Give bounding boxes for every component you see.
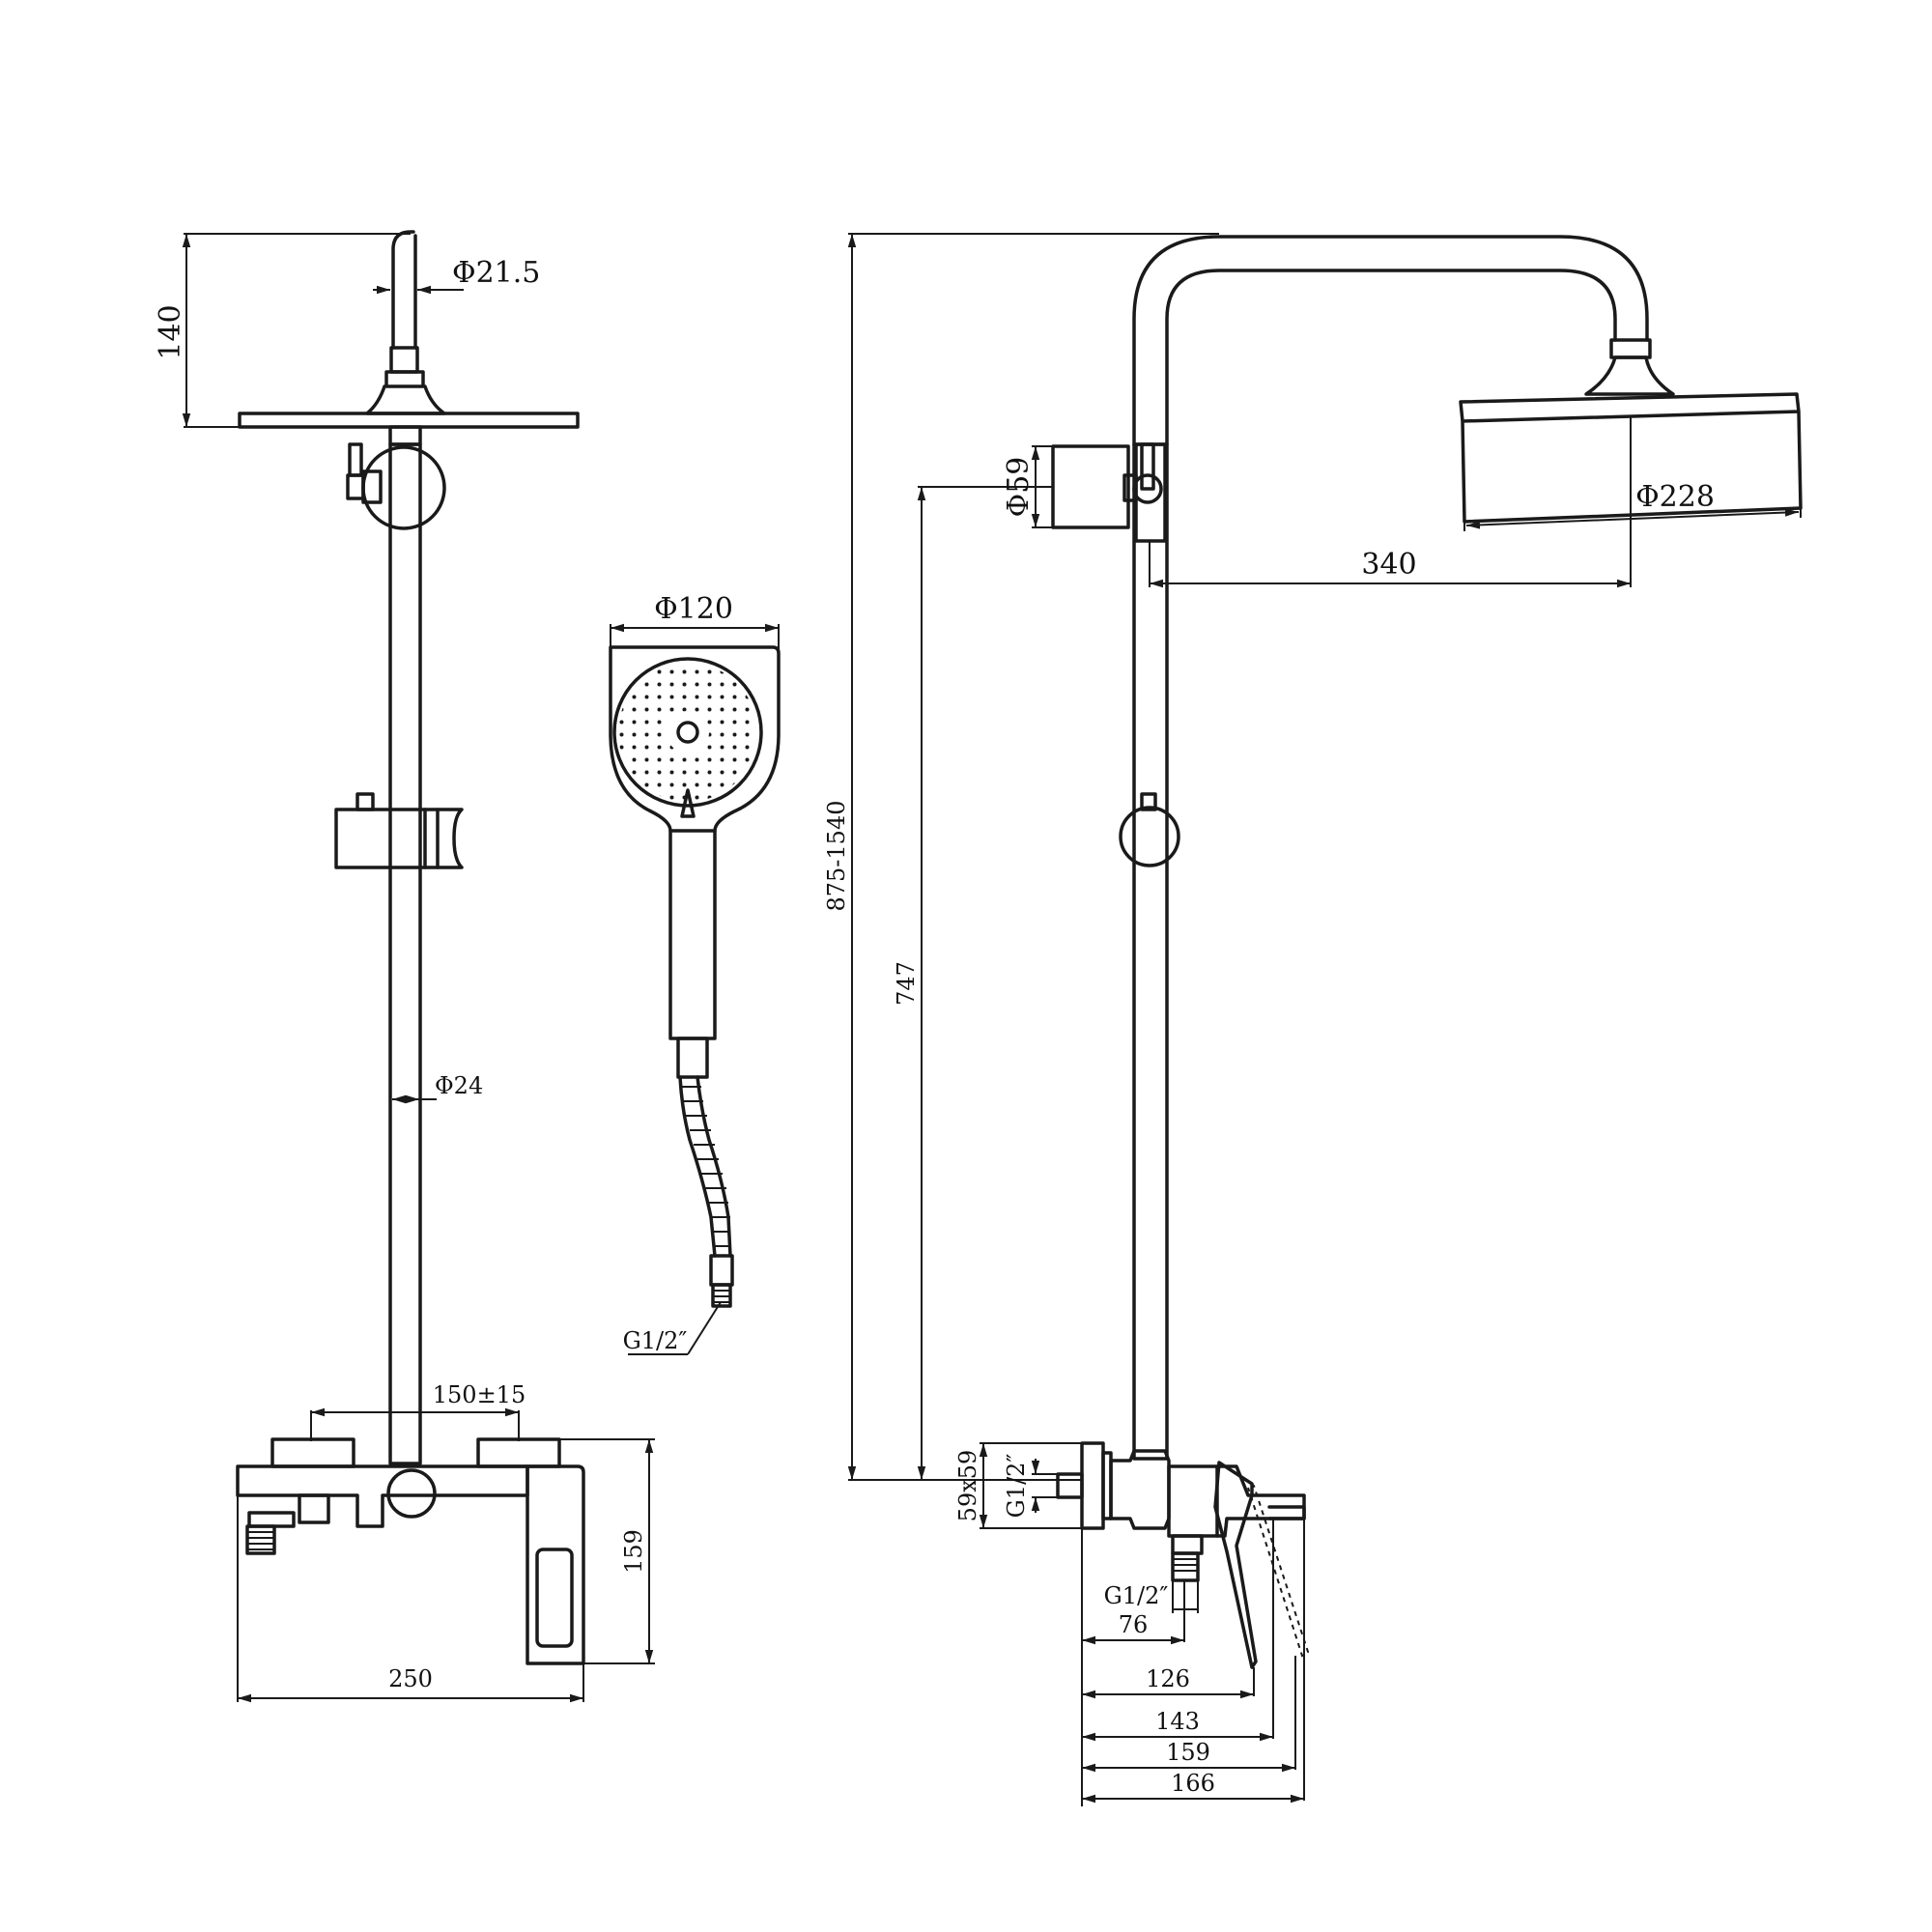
nozzle-face [612, 657, 763, 808]
slider-side [1119, 806, 1180, 867]
dim-inlet-thread-label: G1/2″ [1003, 1454, 1030, 1519]
dim-pipe-diameter-label: Φ24 [435, 1072, 483, 1099]
arm-connector [389, 346, 419, 374]
inlet-thread-left [245, 1524, 276, 1555]
dim-hand-head-diameter: Φ120 [610, 592, 780, 649]
outlet-thread [1171, 1551, 1200, 1582]
overhead-arm [1132, 235, 1649, 446]
dim-depth-stack: 76 126 143 159 166 [1081, 1519, 1305, 1806]
dim-head-diameter: Φ228 [1463, 480, 1802, 531]
dim-hose-thread-label: G1/2″ [623, 1327, 688, 1354]
shower-arm [391, 230, 417, 350]
riser-pipe-side [1132, 442, 1169, 1461]
hand-shower-handle [668, 829, 717, 1040]
dim-mixer-width: 250 [237, 1495, 584, 1703]
diverter-bracket [361, 445, 446, 530]
hand-shower-head [609, 645, 781, 833]
dim-140: 140 [154, 233, 411, 428]
dim-140-label: 140 [154, 304, 187, 359]
dim-hose-thread: G1/2″ [623, 1301, 722, 1355]
dim-plate-size-label: 59x59 [954, 1450, 981, 1522]
dim-mixer-width-label: 250 [388, 1665, 433, 1692]
dim-76-label: 76 [1119, 1611, 1149, 1638]
mixer-body [236, 1437, 585, 1665]
diverter-bracket-side [1051, 444, 1130, 529]
dim-bracket-diameter: Φ59 [1002, 445, 1053, 528]
dim-inlet-spacing-label: 150±15 [433, 1381, 526, 1408]
dim-arm-diameter: Φ21.5 [373, 256, 540, 295]
mixer-side [1056, 1441, 1310, 1669]
hand-shower-slider [334, 808, 464, 869]
dim-bracket-height-label: 747 [893, 961, 920, 1006]
dim-166-label: 166 [1171, 1770, 1215, 1797]
dim-arm-diameter-label: Φ21.5 [452, 256, 540, 290]
dim-outlet-thread-label: G1/2″ [1104, 1582, 1169, 1609]
hose-thread [711, 1283, 732, 1308]
diverter-knob [1132, 473, 1163, 504]
mixer-lever-side [1213, 1461, 1258, 1669]
dim-arm-reach-label: 340 [1361, 548, 1416, 582]
dim-126-label: 126 [1146, 1665, 1190, 1692]
front-view: 140 Φ21.5 Φ24 150±15 159 [154, 230, 655, 1703]
dim-wall-plate: 59x59 G1/2″ [954, 1442, 1082, 1529]
dim-overall-height: 875-1540 [823, 233, 1219, 1481]
dim-pipe-diameter: Φ24 [392, 1072, 483, 1104]
dim-inlet-spacing: 150±15 [310, 1381, 526, 1441]
hand-shower: Φ120 G1/2″ [609, 592, 781, 1355]
dim-head-diameter-label: Φ228 [1635, 480, 1715, 514]
dim-hand-head-diameter-label: Φ120 [654, 592, 733, 626]
hand-shower-hose [678, 1075, 732, 1258]
side-view: 875-1540 747 Φ59 Φ228 340 [823, 233, 1803, 1806]
wall-plate [1080, 1441, 1105, 1530]
dim-overall-height-label: 875-1540 [823, 801, 850, 912]
dim-159-label: 159 [1166, 1739, 1210, 1766]
dim-143-label: 143 [1155, 1708, 1200, 1735]
dim-arm-reach: 340 [1149, 417, 1632, 588]
dim-bracket-diameter-label: Φ59 [1002, 457, 1036, 518]
riser-pipe [388, 442, 422, 1465]
rain-head-plate [238, 412, 580, 429]
dim-mixer-height: 159 [560, 1438, 655, 1664]
dim-mixer-height-label: 159 [620, 1529, 647, 1574]
dim-bracket-height: 747 [893, 486, 1082, 1481]
mixer-lever [526, 1464, 585, 1665]
head-dome [365, 384, 446, 415]
